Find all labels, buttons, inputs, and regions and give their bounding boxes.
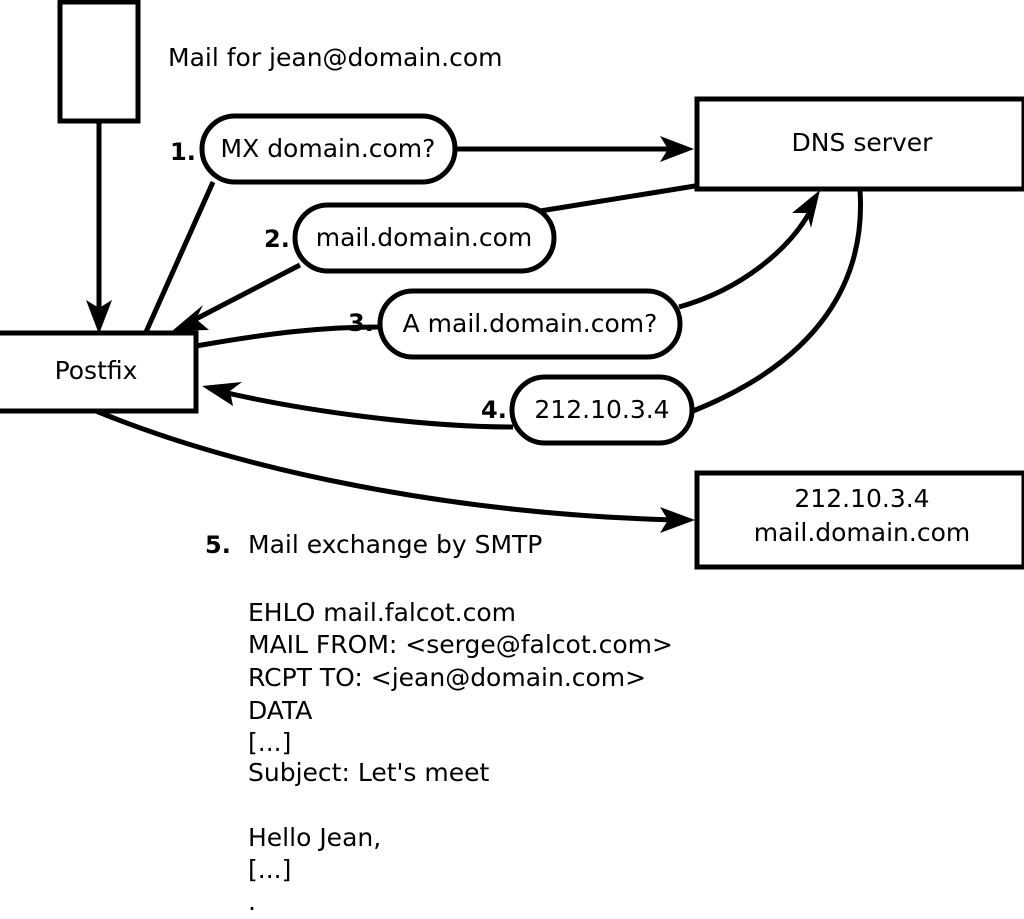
step-2-number: 2. xyxy=(264,225,290,253)
step-3-number: 3. xyxy=(348,309,374,337)
dns-server-box[interactable]: DNS server xyxy=(694,96,1024,192)
connector-postfix-to-step1 xyxy=(143,180,216,334)
connector-step4-to-postfix xyxy=(202,382,514,430)
mail-server-hostname: mail.domain.com xyxy=(754,518,970,547)
mail-server-box[interactable]: 212.10.3.4 mail.domain.com xyxy=(694,470,1024,570)
connector-client-to-postfix xyxy=(86,123,112,334)
smtp-line-2: MAIL FROM: <serge@falcot.com> xyxy=(248,630,673,659)
step-2-label: mail.domain.com xyxy=(316,223,532,252)
connector-postfix-to-step3 xyxy=(195,324,382,349)
step-4-bubble[interactable]: 212.10.3.4 xyxy=(509,374,695,446)
postfix-box[interactable]: Postfix xyxy=(0,330,199,414)
smtp-line-5: [...] xyxy=(248,728,291,757)
step-1-number: 1. xyxy=(170,138,196,166)
connector-step2-to-postfix xyxy=(172,262,302,331)
dns-server-label: DNS server xyxy=(792,128,934,157)
smtp-line-8: Hello Jean, xyxy=(248,823,381,852)
page-title: Mail for jean@domain.com xyxy=(168,43,503,72)
connector-step1-to-dns xyxy=(455,136,694,162)
smtp-line-9: [...] xyxy=(248,855,291,884)
connector-step3-to-dns xyxy=(678,190,820,310)
smtp-line-3: RCPT TO: <jean@domain.com> xyxy=(248,663,646,692)
step-4-label: 212.10.3.4 xyxy=(534,395,669,424)
step-4-number: 4. xyxy=(481,396,507,424)
connector-dns-to-step2 xyxy=(539,183,696,214)
smtp-line-1: EHLO mail.falcot.com xyxy=(248,598,516,627)
step-5-label: Mail exchange by SMTP xyxy=(248,530,542,559)
client-box[interactable] xyxy=(57,0,141,124)
step-1-label: MX domain.com? xyxy=(221,134,436,163)
step-3-label: A mail.domain.com? xyxy=(403,309,658,338)
connector-dns-to-step4 xyxy=(692,189,864,414)
step-2-bubble[interactable]: mail.domain.com xyxy=(292,202,557,274)
smtp-line-4: DATA xyxy=(248,696,312,725)
smtp-line-10: . xyxy=(248,887,256,916)
smtp-transcript: EHLO mail.falcot.com MAIL FROM: <serge@f… xyxy=(248,598,673,916)
step-1-bubble[interactable]: MX domain.com? xyxy=(199,113,458,185)
smtp-line-6: Subject: Let's meet xyxy=(248,758,489,787)
step-5-number: 5. xyxy=(205,531,231,559)
connector-postfix-to-mail-server xyxy=(95,408,695,533)
step-3-bubble[interactable]: A mail.domain.com? xyxy=(377,288,683,360)
mail-server-ip: 212.10.3.4 xyxy=(794,484,929,513)
postfix-label: Postfix xyxy=(55,356,138,385)
